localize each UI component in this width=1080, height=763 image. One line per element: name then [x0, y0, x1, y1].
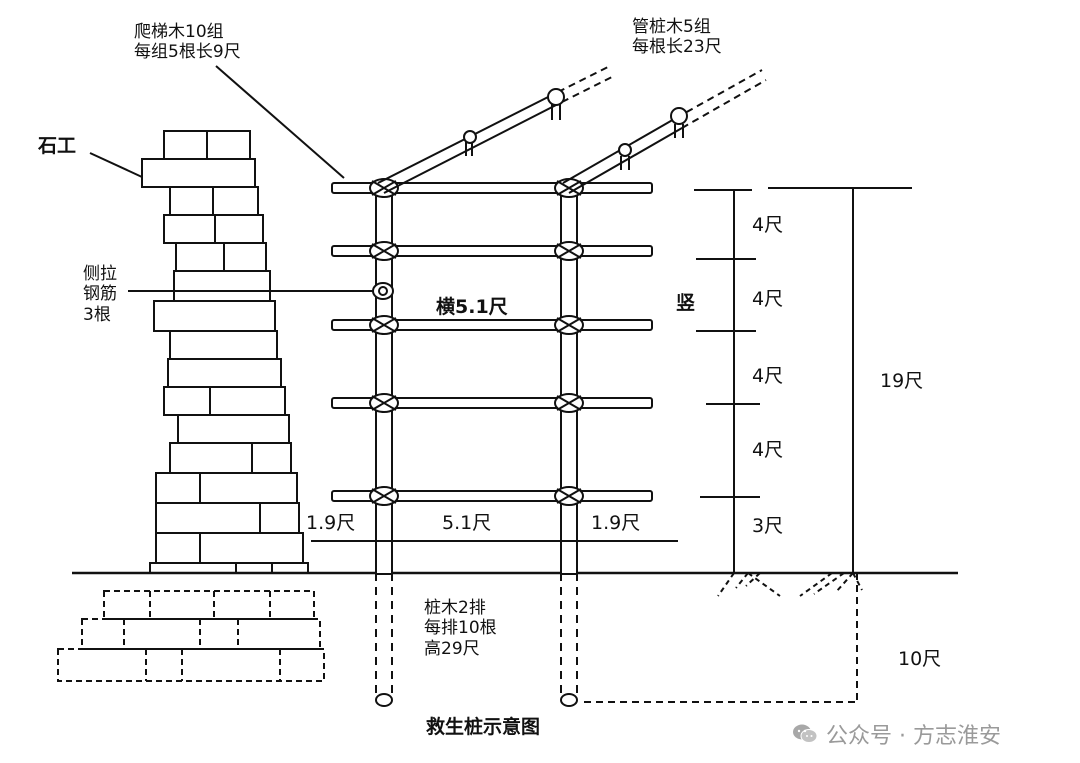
ladder-wood-label: 爬梯木10组 每组5根长9尺 [134, 22, 241, 63]
sloping-pipe-piles [377, 65, 767, 194]
stone-tower [141, 130, 309, 574]
watermark: 公众号 · 方志淮安 [792, 718, 1001, 750]
watermark-text: 公众号 · 方志淮安 [826, 724, 1001, 749]
underground-piles [375, 573, 578, 694]
segment-label-2: 4尺 [752, 288, 784, 310]
depth-dimension [584, 573, 858, 703]
diagram-caption: 救生桩示意图 [426, 716, 541, 738]
pile-posts [375, 181, 578, 575]
stone-foundation [57, 590, 325, 682]
wechat-icon [792, 723, 818, 745]
right-overhang-label: 1.9尺 [591, 512, 641, 534]
ladder-wood-leader [215, 65, 345, 179]
height-dimension [694, 187, 912, 573]
pile-label: 桩木2排 每排10根 高29尺 [424, 598, 497, 659]
stonework-label: 石工 [38, 135, 77, 157]
segment-label-5: 3尺 [752, 515, 784, 537]
total-height-label: 19尺 [880, 370, 924, 392]
depth-label: 10尺 [898, 648, 942, 670]
left-overhang-label: 1.9尺 [306, 512, 356, 534]
segment-label-4: 4尺 [752, 439, 784, 461]
ground-hatch [717, 572, 863, 597]
lashing-knots [369, 178, 584, 506]
segment-label-3: 4尺 [752, 365, 784, 387]
vertical-label: 竖 [676, 292, 696, 314]
middle-span-label: 5.1尺 [442, 512, 492, 534]
horizontal-span-label: 横5.1尺 [436, 296, 508, 318]
pipe-pile-label: 管桩木5组 每根长23尺 [632, 17, 722, 58]
segment-label-1: 4尺 [752, 214, 784, 236]
side-tie-label: 侧拉 钢筋 3根 [83, 264, 117, 325]
stonework-leader [89, 152, 143, 178]
